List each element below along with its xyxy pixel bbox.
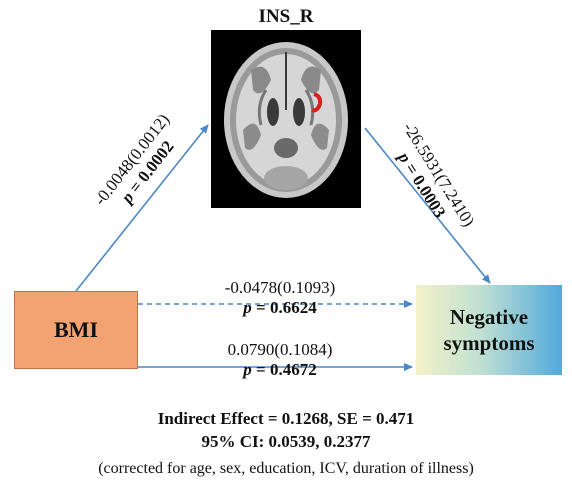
arrow-brain-to-symptoms [364,127,491,284]
bmi-node: BMI [14,291,138,369]
indirect-effect-text: Indirect Effect = 0.1268, SE = 0.471 [157,409,415,428]
arrow-bmi-to-brain [75,124,209,292]
direct-path-label: -0.0478(0.1093) p = 0.6624 [180,278,380,318]
brain-mri-drawing [224,42,348,198]
brain-mri-image [211,30,361,208]
negative-symptoms-line2: symptoms [443,331,535,355]
covariates-note: (corrected for age, sex, education, ICV,… [98,460,474,477]
brain-region-title: INS_R [258,6,314,27]
direct-path-coef: -0.0478(0.1093) [224,278,336,297]
direct-path-pvalue: p = 0.6624 [243,298,317,317]
total-path-label: 0.0790(0.1084) p = 0.4672 [180,340,380,380]
confidence-interval-text: 95% CI: 0.0539, 0.2377 [201,432,371,451]
negative-symptoms-node: Negative symptoms [416,285,562,375]
total-path-coef: 0.0790(0.1084) [227,340,333,359]
roi-highlight [311,92,323,113]
negative-symptoms-line1: Negative [449,305,529,329]
total-path-pvalue: p = 0.4672 [243,360,317,379]
